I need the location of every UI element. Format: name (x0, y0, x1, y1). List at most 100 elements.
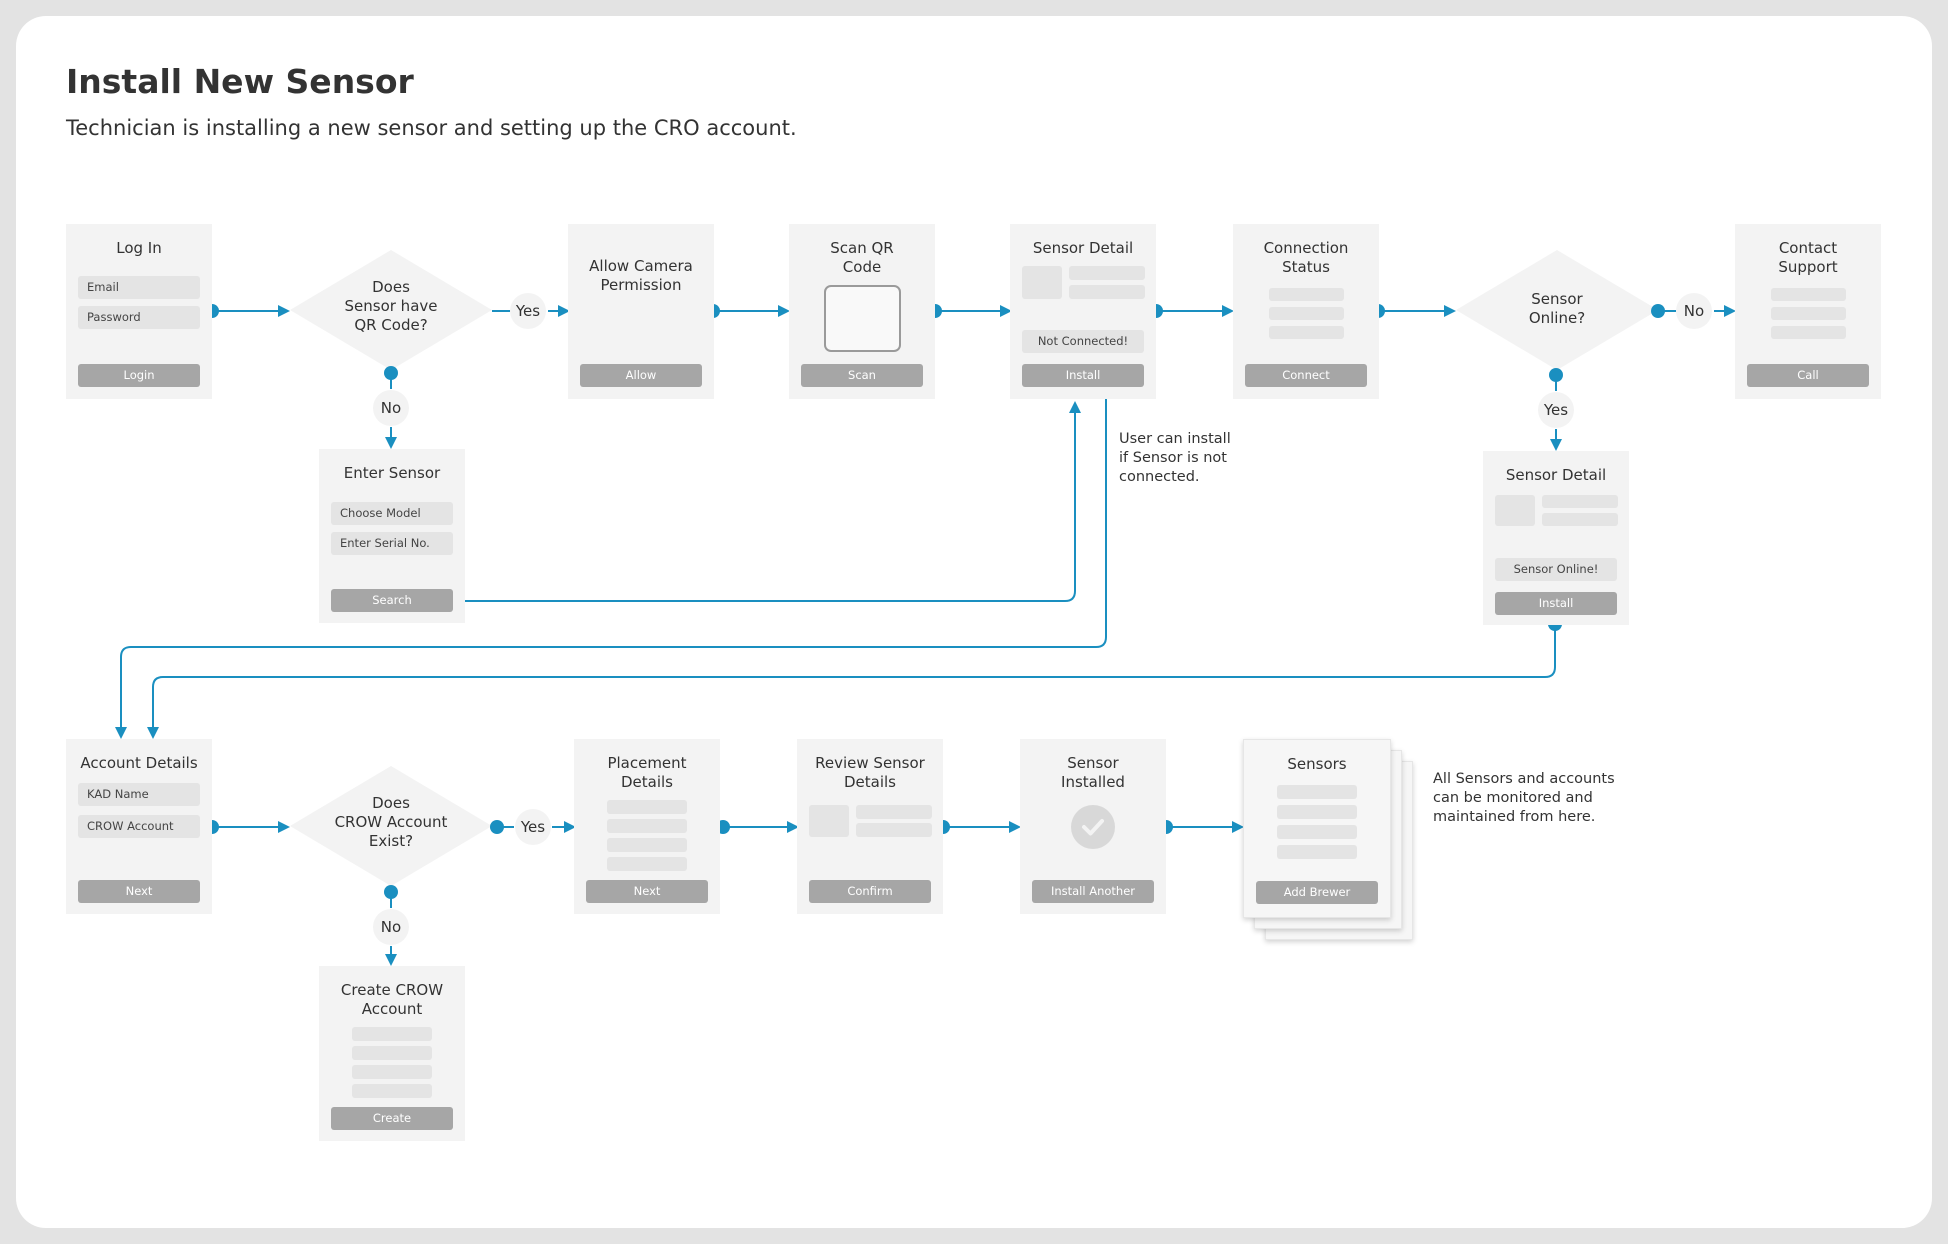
sensor-image-placeholder (1022, 266, 1062, 299)
text-placeholder (1269, 326, 1344, 339)
install-another-button[interactable]: Install Another (1032, 880, 1154, 903)
connect-button[interactable]: Connect (1245, 364, 1367, 387)
text-placeholder (1269, 288, 1344, 301)
text-placeholder (1069, 266, 1145, 280)
text-placeholder (352, 1046, 432, 1060)
arrow-install-to-account (115, 389, 1107, 739)
screen-sensor-detail: Sensor Detail Not Connected! Install (1010, 224, 1156, 399)
text-placeholder (1771, 307, 1846, 320)
checkmark-icon (1071, 805, 1115, 849)
call-button[interactable]: Call (1747, 364, 1869, 387)
screen-placement-details: Placement Details Next (574, 739, 720, 914)
screen-login: Log In Email Password Login (66, 224, 212, 399)
confirm-button[interactable]: Confirm (809, 880, 931, 903)
screen-account-details: Account Details KAD Name CROW Account Ne… (66, 739, 212, 914)
decision-qr-label: Does Sensor have QR Code? (344, 278, 438, 334)
sensor-image-placeholder (1495, 495, 1535, 526)
install-button[interactable]: Install (1495, 592, 1617, 615)
screen-title: Sensor Installed (1061, 754, 1125, 791)
search-button[interactable]: Search (331, 589, 453, 612)
screen-review-sensor: Review Sensor Details Confirm (797, 739, 943, 914)
screen-title: Sensor Detail (1032, 239, 1134, 257)
dot-online-right (1651, 304, 1665, 318)
add-brewer-button[interactable]: Add Brewer (1256, 881, 1378, 904)
text-placeholder (607, 838, 687, 852)
screen-title: Sensor Detail (1505, 466, 1607, 484)
install-button[interactable]: Install (1022, 364, 1144, 387)
screen-title: Connection Status (1263, 239, 1349, 276)
text-placeholder (352, 1027, 432, 1041)
screen-title: Create CROW Account (340, 981, 444, 1018)
screen-title: Account Details (80, 754, 198, 772)
scan-button[interactable]: Scan (801, 364, 923, 387)
screen-connection-status: Connection Status Connect (1233, 224, 1379, 399)
text-placeholder (607, 800, 687, 814)
screen-title: Review Sensor Details (815, 754, 925, 791)
screen-title: Enter Sensor (343, 464, 441, 482)
email-field[interactable]: Email (78, 276, 200, 299)
screen-title: Placement Details (607, 754, 687, 791)
text-placeholder (856, 805, 932, 819)
dot-online-bottom (1549, 368, 1563, 382)
password-field[interactable]: Password (78, 306, 200, 329)
screen-title: Log In (116, 239, 162, 257)
edge-label-qr-yes: Yes (510, 293, 546, 329)
decision-qr-diamond (290, 250, 492, 370)
edge-label-crow-no: No (373, 909, 409, 945)
arrow-search-to-install (449, 401, 1081, 602)
allow-button[interactable]: Allow (580, 364, 702, 387)
screen-sensor-detail-online: Sensor Detail Sensor Online! Install (1483, 451, 1629, 625)
edge-label-qr-no: No (373, 390, 409, 426)
text-placeholder (1277, 805, 1357, 819)
text-placeholder (1069, 285, 1145, 299)
screen-enter-sensor: Enter Sensor Choose Model Enter Serial N… (319, 449, 465, 623)
screen-allow-camera: Allow Camera Permission Allow (568, 224, 714, 399)
status-badge: Not Connected! (1022, 330, 1144, 353)
text-placeholder (1542, 513, 1618, 526)
page-subtitle: Technician is installing a new sensor an… (66, 116, 797, 140)
screen-contact-support: Contact Support Call (1735, 224, 1881, 399)
kad-name-field[interactable]: KAD Name (78, 783, 200, 806)
login-button[interactable]: Login (78, 364, 200, 387)
text-placeholder (607, 819, 687, 833)
dot-crow-bottom (384, 885, 398, 899)
qr-scanner-viewport (824, 285, 901, 352)
decision-online-label: Sensor Online? (1528, 290, 1586, 327)
screen-scan-qr: Scan QR Code Scan (789, 224, 935, 399)
next-button[interactable]: Next (586, 880, 708, 903)
text-placeholder (1277, 845, 1357, 859)
text-placeholder (1277, 785, 1357, 799)
edge-label-crow-yes: Yes (515, 809, 551, 845)
decision-crow-diamond (290, 766, 492, 886)
edge-label-online-no: No (1676, 293, 1712, 329)
screen-sensor-installed: Sensor Installed Install Another (1020, 739, 1166, 914)
text-placeholder (607, 857, 687, 871)
screen-title: Sensors (1287, 755, 1347, 773)
screen-title: Allow Camera Permission (589, 257, 693, 294)
screen-sensors: Sensors Add Brewer (1243, 739, 1391, 918)
sensor-image-placeholder (809, 805, 849, 837)
text-placeholder (1269, 307, 1344, 320)
install-note: User can install if Sensor is not connec… (1119, 431, 1231, 485)
screen-create-crow: Create CROW Account Create (319, 966, 465, 1141)
text-placeholder (1771, 288, 1846, 301)
page-title: Install New Sensor (66, 62, 414, 101)
text-placeholder (1277, 825, 1357, 839)
create-button[interactable]: Create (331, 1107, 453, 1130)
text-placeholder (352, 1065, 432, 1079)
serial-number-field[interactable]: Enter Serial No. (331, 532, 453, 555)
model-select[interactable]: Choose Model (331, 502, 453, 525)
decision-crow-label: Does CROW Account Exist? (334, 794, 448, 850)
text-placeholder (1542, 495, 1618, 508)
text-placeholder (352, 1084, 432, 1098)
screen-title: Scan QR Code (830, 239, 894, 276)
arrow-online-install-to-account (147, 624, 1556, 739)
dot-qr-no (384, 366, 398, 380)
crow-account-field[interactable]: CROW Account (78, 815, 200, 838)
edge-label-online-yes: Yes (1538, 392, 1574, 428)
dot-crow-right (490, 820, 504, 834)
decision-online-diamond (1456, 250, 1658, 370)
text-placeholder (856, 823, 932, 837)
next-button[interactable]: Next (78, 880, 200, 903)
